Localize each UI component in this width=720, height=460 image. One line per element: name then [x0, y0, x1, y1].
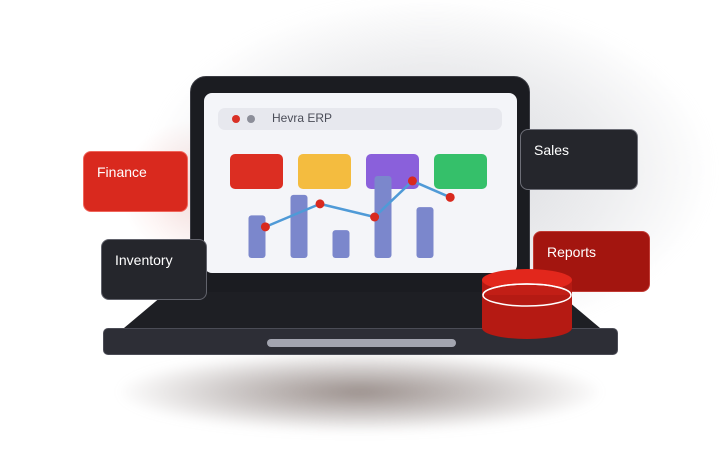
trackpad [267, 339, 456, 347]
laptop-screen: Hevra ERP [204, 93, 517, 273]
app-title: Hevra ERP [272, 111, 333, 125]
laptop-base [103, 328, 618, 355]
sales-label: Sales [534, 142, 570, 158]
close-dot-icon[interactable] [232, 115, 240, 123]
chart-bar [332, 230, 350, 258]
dashboard-chart [248, 176, 455, 258]
dashboard-tile-red[interactable] [230, 154, 283, 189]
inventory-card[interactable]: Inventory [101, 239, 207, 300]
app-title-bar: Hevra ERP [218, 108, 502, 130]
chart-point [407, 176, 417, 186]
chart-point [445, 192, 455, 202]
sales-card[interactable]: Sales [520, 129, 638, 190]
chart-point [370, 212, 380, 222]
chart-bar [248, 215, 266, 258]
reports-label: Reports [547, 244, 597, 260]
inventory-label: Inventory [115, 252, 173, 268]
dashboard-tile-green[interactable] [434, 154, 487, 189]
chart-point [260, 222, 270, 232]
chart-point [315, 199, 325, 209]
minimize-dot-icon[interactable] [247, 115, 255, 123]
finance-label: Finance [97, 164, 147, 180]
chart-bar [374, 176, 392, 258]
finance-card[interactable]: Finance [83, 151, 188, 212]
chart-bar [416, 207, 434, 258]
dashboard-tile-yellow[interactable] [298, 154, 351, 189]
laptop-shadow [120, 352, 600, 432]
database-icon [482, 269, 572, 339]
chart-bar [290, 194, 308, 258]
